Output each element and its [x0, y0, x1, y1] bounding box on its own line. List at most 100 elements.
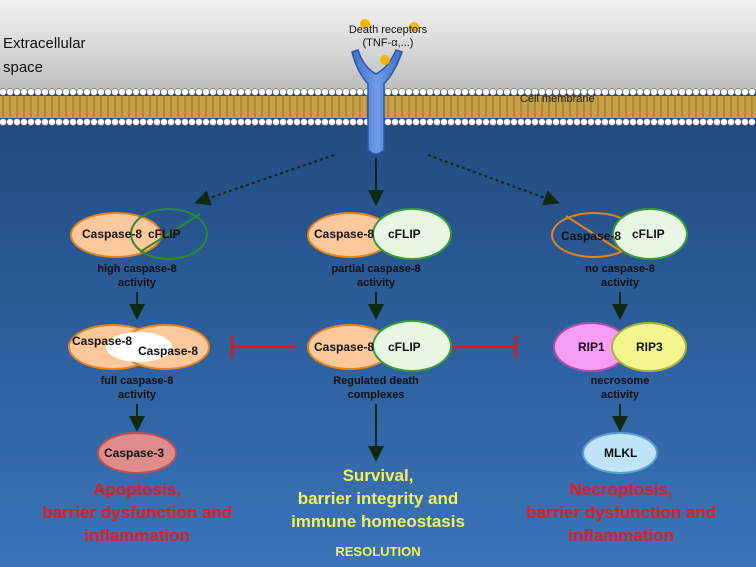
center-caption-1: partial caspase-8 activity — [331, 263, 421, 289]
lipid-head — [580, 118, 588, 126]
lipid-head — [300, 118, 308, 126]
lipid-head — [573, 118, 581, 126]
lipid-head — [237, 88, 245, 96]
center-mid-caspase8-label: Caspase-8 — [314, 340, 375, 354]
lipid-head — [244, 88, 252, 96]
lipid-head — [748, 88, 756, 96]
lipid-head — [307, 88, 315, 96]
lipid-head — [349, 118, 357, 126]
lipid-head — [559, 118, 567, 126]
lipid-head — [27, 118, 35, 126]
lipid-head — [279, 88, 287, 96]
lipid-head — [342, 118, 350, 126]
mlkl-oval — [582, 432, 658, 474]
lipid-head — [13, 118, 21, 126]
lipid-head — [97, 88, 105, 96]
lipid-head — [300, 88, 308, 96]
lipid-head — [216, 88, 224, 96]
lipid-head — [496, 88, 504, 96]
lipid-head — [356, 88, 364, 96]
lipid-head — [202, 88, 210, 96]
right-caption-2: necrosome activity — [590, 375, 650, 401]
lipid-head — [328, 88, 336, 96]
lipid-head — [41, 118, 49, 126]
lipid-head — [342, 88, 350, 96]
lipid-head — [328, 118, 336, 126]
lipid-head — [27, 88, 35, 96]
lipid-head — [293, 88, 301, 96]
lipid-head — [34, 118, 42, 126]
left-dimer-b-label: Caspase-8 — [138, 344, 199, 358]
lipid-head — [258, 88, 266, 96]
lipid-head — [678, 88, 686, 96]
lipid-head — [440, 88, 448, 96]
lipid-head — [125, 88, 133, 96]
arrow-to-left — [194, 154, 335, 206]
center-caption-2: Regulated death complexes — [333, 375, 419, 401]
right-caption-1: no caspase-8 activity — [585, 263, 655, 289]
right-caspase8-label: Caspase-8 — [561, 229, 622, 243]
lipid-head — [734, 118, 742, 126]
lipid-head — [174, 88, 182, 96]
lipid-head — [209, 88, 217, 96]
lipid-head — [104, 118, 112, 126]
lipid-head — [181, 118, 189, 126]
lipid-head — [391, 118, 399, 126]
lipid-head — [622, 88, 630, 96]
lipid-head — [132, 88, 140, 96]
lipid-head — [174, 118, 182, 126]
lipid-head — [517, 118, 525, 126]
lipid-head — [384, 88, 392, 96]
membrane-label: Cell membrane — [520, 93, 595, 105]
lipid-head — [0, 88, 7, 96]
caspase3-oval — [97, 432, 177, 474]
lipid-head — [489, 88, 497, 96]
lipid-head — [230, 88, 238, 96]
lipid-head — [587, 118, 595, 126]
receptor-label: Death receptors (TNF-α,...) — [348, 24, 428, 49]
lipid-head — [349, 88, 357, 96]
lipid-head — [153, 118, 161, 126]
lipid-head — [34, 88, 42, 96]
lipid-head — [664, 88, 672, 96]
arrow-to-right — [427, 154, 560, 206]
lipid-head — [720, 118, 728, 126]
lipid-head — [223, 88, 231, 96]
rip3-oval — [611, 322, 687, 372]
lipid-head — [118, 118, 126, 126]
lipid-head — [468, 88, 476, 96]
lipid-head — [524, 118, 532, 126]
ligand-icon — [409, 22, 419, 32]
lipid-head — [83, 118, 91, 126]
lipid-head — [447, 118, 455, 126]
lipid-head — [405, 118, 413, 126]
lipid-head — [454, 118, 462, 126]
lipid-head — [237, 118, 245, 126]
lipid-head — [510, 88, 518, 96]
lipid-head — [713, 118, 721, 126]
lipid-head — [167, 88, 175, 96]
lipid-head — [650, 88, 658, 96]
lipid-head — [594, 88, 602, 96]
lipid-head — [62, 88, 70, 96]
lipid-head — [251, 88, 259, 96]
center-mid-cflip-oval — [372, 320, 452, 372]
rip3-label: RIP3 — [636, 340, 663, 354]
lipid-head — [552, 118, 560, 126]
lipid-head — [419, 88, 427, 96]
lipid-head — [664, 118, 672, 126]
resolution-label: RESOLUTION — [335, 544, 421, 559]
lipid-head — [601, 118, 609, 126]
lipid-head — [741, 118, 749, 126]
lipid-head — [6, 118, 14, 126]
lipid-head — [272, 118, 280, 126]
lipid-head — [314, 88, 322, 96]
lipid-head — [608, 118, 616, 126]
lipid-head — [230, 118, 238, 126]
left-cflip-label: cFLIP — [148, 227, 181, 241]
lipid-head — [447, 88, 455, 96]
lipid-head — [209, 118, 217, 126]
lipid-head — [741, 88, 749, 96]
lipid-head — [307, 118, 315, 126]
necroptosis-outcome: Necroptosis, barrier dysfunction and inf… — [526, 480, 716, 545]
